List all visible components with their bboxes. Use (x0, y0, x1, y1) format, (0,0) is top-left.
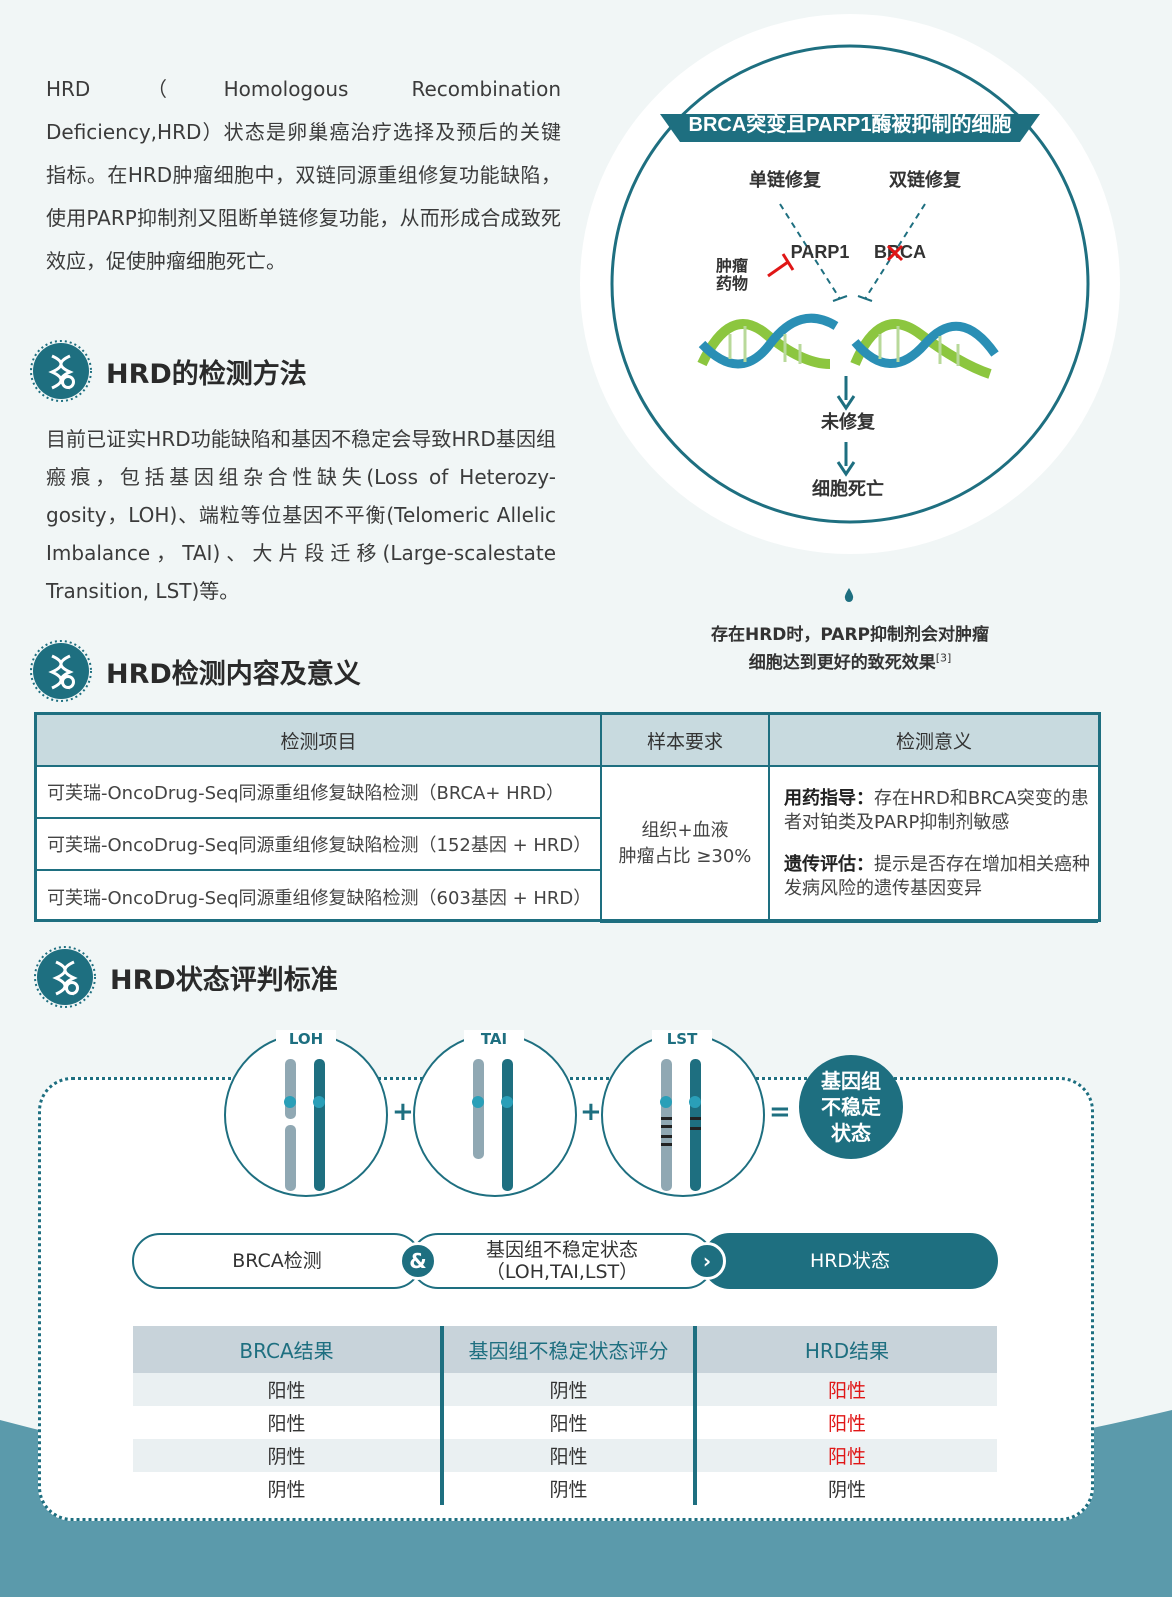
arrow-right-icon: › (688, 1242, 726, 1280)
lst-chromosome (660, 1059, 701, 1191)
table-row: 阳性 阳性 阳性 (133, 1406, 997, 1439)
dna-badge-icon (30, 640, 92, 702)
criteria-title: HRD状态评判标准 (110, 964, 338, 996)
tai-label: TAI (464, 1030, 524, 1048)
and-badge-icon: & (399, 1242, 437, 1280)
drop-icon (844, 588, 854, 602)
dna-badge-icon (34, 946, 96, 1008)
plus-operator: + (392, 1097, 414, 1127)
col-header-sample: 样本要求 (600, 715, 770, 767)
inhibit-icon (767, 253, 795, 278)
hrd-status-pill: HRD状态 (702, 1233, 998, 1289)
loh-circle (224, 1033, 388, 1197)
test-significance: 用药指导：存在HRD和BRCA突变的患者对铂类及PARP抑制剂敏感 遗传评估：提… (768, 765, 1098, 923)
diagram-caption-line1: 存在HRD时，PARP抑制剂会对肿瘤 (710, 625, 990, 645)
loh-chromosome (284, 1059, 325, 1191)
col-header-item: 检测项目 (37, 715, 602, 767)
plus-operator: + (580, 1097, 602, 1127)
instability-pill: 基因组不稳定状态 （LOH,TAI,LST） (410, 1233, 714, 1289)
table-row: 阳性 阴性 阳性 (133, 1373, 997, 1406)
criteria-heading: HRD状态评判标准 (34, 946, 338, 1008)
test-item-2: 可芙瑞-OncoDrug-Seq同源重组修复缺陷检测（152基因 + HRD） (37, 817, 601, 871)
dna-helix-left (697, 313, 839, 369)
single-repair-label: 单链修复 (749, 169, 822, 190)
hrd-result-table: BRCA结果 基因组不稳定状态评分 HRD结果 阳性 阴性 阳性 阳性 阳性 阳… (133, 1326, 997, 1505)
diagram-banner: BRCA突变且PARP1酶被抑制的细胞 (689, 112, 1012, 136)
test-item-1: 可芙瑞-OncoDrug-Seq同源重组修复缺陷检测（BRCA+ HRD） (37, 765, 602, 819)
dna-helix-right (850, 319, 999, 379)
down-arrow-icon (836, 376, 856, 411)
test-item-3: 可芙瑞-OncoDrug-Seq同源重组修复缺陷检测（603基因 + HRD） (37, 869, 601, 922)
cross-icon (886, 244, 904, 262)
dna-badge-icon (30, 340, 92, 402)
intro-paragraph: HRD（Homologous Recombination Deficiency,… (46, 77, 561, 273)
content-heading: HRD检测内容及意义 (30, 640, 361, 702)
method-heading: HRD的检测方法 (30, 340, 307, 402)
citation-ref: [3] (935, 651, 952, 665)
col-header-hrd: HRD结果 (695, 1326, 997, 1373)
down-arrow-icon (836, 442, 856, 477)
method-paragraph: 目前已证实HRD功能缺陷和基因不稳定会导致HRD基因组瘢痕，包括基因组杂合性缺失… (46, 427, 556, 603)
lst-circle (601, 1033, 765, 1197)
col-header-brca: BRCA结果 (133, 1326, 442, 1373)
table-row: 阴性 阳性 阳性 (133, 1439, 997, 1472)
genomic-instability-badge: 基因组不稳定状态 (799, 1055, 903, 1159)
double-repair-label: 双链修复 (889, 169, 962, 190)
hrd-mechanism-diagram: BRCA突变且PARP1酶被抑制的细胞 单链修复 双链修复 PARP1 BRCA… (610, 44, 1090, 524)
loh-label: LOH (276, 1030, 336, 1048)
brca-test-pill: BRCA检测 (132, 1233, 422, 1289)
test-content-table: 检测项目 样本要求 检测意义 可芙瑞-OncoDrug-Seq同源重组修复缺陷检… (34, 712, 1101, 923)
diagram-caption-line2: 细胞达到更好的致死效果[3] (748, 651, 952, 673)
cell-death-label: 细胞死亡 (812, 478, 884, 499)
col-header-score: 基因组不稳定状态评分 (440, 1326, 697, 1373)
parp1-label: PARP1 (791, 242, 850, 262)
drug-label: 肿瘤药物 (716, 258, 749, 293)
unrepaired-label: 未修复 (821, 411, 876, 432)
content-title: HRD检测内容及意义 (106, 658, 361, 690)
method-title: HRD的检测方法 (106, 358, 307, 390)
tai-circle (413, 1033, 577, 1197)
equals-operator: = (769, 1097, 791, 1127)
table-row: 阴性 阴性 阴性 (133, 1472, 997, 1505)
tai-chromosome (472, 1059, 513, 1191)
lst-label: LST (652, 1030, 712, 1048)
sample-requirement: 组织+血液 肿瘤占比 ≥30% (600, 765, 770, 923)
col-header-significance: 检测意义 (768, 715, 1098, 767)
